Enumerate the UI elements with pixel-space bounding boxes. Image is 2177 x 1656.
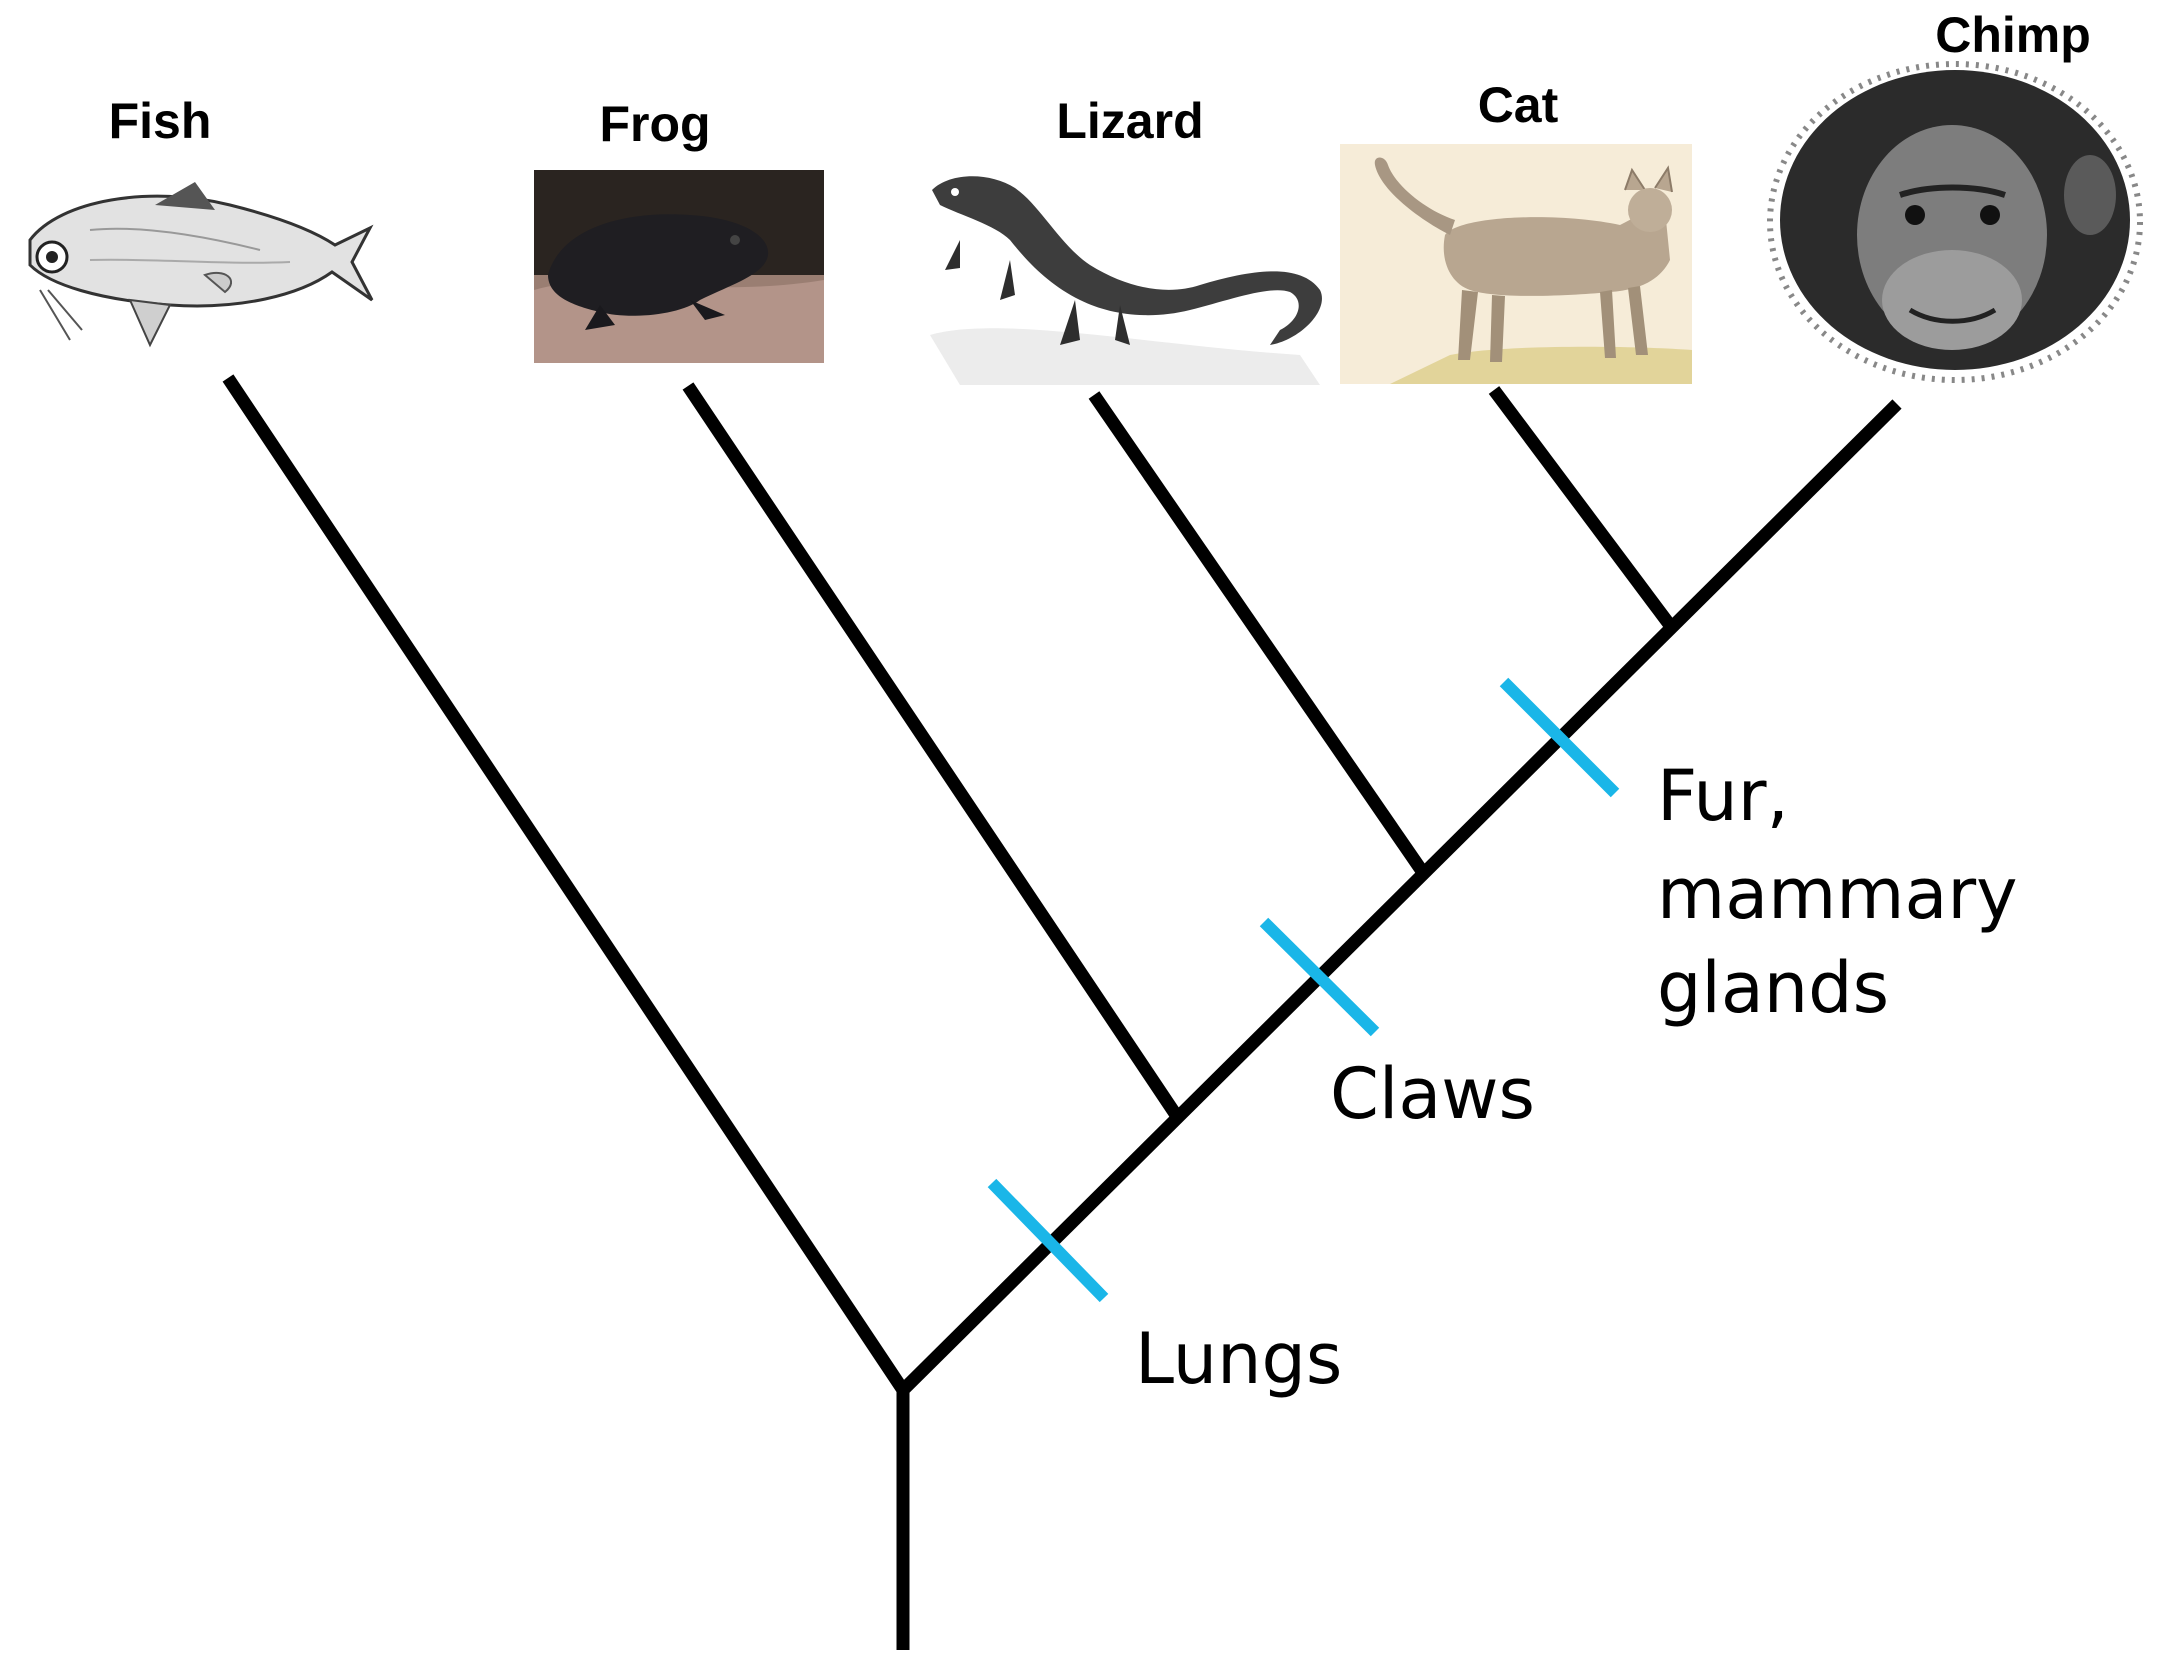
lizard-illustration [930, 176, 1322, 385]
branch-fish [228, 378, 903, 1390]
fish-illustration [30, 182, 372, 345]
branch-cat [1494, 390, 1672, 628]
cladogram-branches [228, 378, 1897, 1650]
trait-label-fur-line1: Fur, [1657, 755, 1789, 837]
taxon-label-fish: Fish [109, 93, 212, 149]
taxon-label-cat: Cat [1478, 77, 1559, 133]
taxon-label-lizard: Lizard [1056, 93, 1203, 149]
taxon-label-chimp: Chimp [1935, 7, 2091, 63]
cat-illustration [1340, 144, 1692, 384]
branch-lizard [1094, 395, 1424, 874]
branch-frog [688, 386, 1178, 1118]
chimp-illustration [1770, 64, 2140, 380]
trait-label-fur-line3: glands [1657, 947, 1889, 1029]
taxon-label-frog: Frog [599, 96, 710, 152]
trait-label-lungs: Lungs [1135, 1318, 1342, 1400]
trait-label-claws: Claws [1330, 1053, 1535, 1135]
frog-photo [534, 170, 824, 363]
trait-label-fur-line2: mammary [1657, 853, 2018, 935]
